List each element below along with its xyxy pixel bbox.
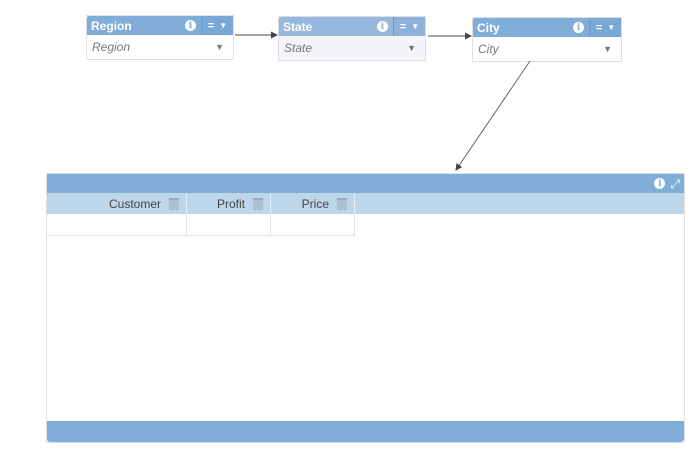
- filter-placeholder: City: [478, 42, 499, 56]
- table-cell: [271, 214, 355, 236]
- widget-header: i ⤢: [47, 174, 684, 193]
- expand-icon[interactable]: ⤢: [670, 176, 680, 191]
- filter-title: State: [283, 19, 313, 34]
- dropdown-arrow-icon: ▼: [603, 44, 612, 54]
- operator-label: =: [595, 21, 603, 34]
- trash-icon[interactable]: [252, 197, 264, 210]
- trash-icon[interactable]: [336, 197, 348, 210]
- operator-button[interactable]: = ▼: [589, 18, 621, 37]
- filter-dropdown[interactable]: City ▼: [473, 37, 621, 61]
- dropdown-arrow-icon: ▼: [215, 42, 224, 52]
- dropdown-arrow-icon: ▼: [407, 43, 416, 53]
- info-icon[interactable]: i: [185, 20, 196, 31]
- column-header-customer[interactable]: Customer: [47, 193, 187, 214]
- filter-header: State i = ▼: [279, 17, 425, 36]
- column-header-price[interactable]: Price: [271, 193, 355, 214]
- filter-header: City i = ▼: [473, 18, 621, 37]
- column-header-row: Customer Profit Price: [47, 193, 684, 214]
- filter-dropdown[interactable]: Region ▼: [87, 35, 233, 59]
- column-label: Profit: [216, 196, 245, 211]
- filter-placeholder: State: [284, 41, 313, 55]
- chevron-down-icon: ▼: [411, 22, 420, 31]
- filter-state: State i = ▼ State ▼: [278, 16, 426, 61]
- column-label: Price: [301, 196, 329, 211]
- filter-city: City i = ▼ City ▼: [472, 17, 622, 62]
- column-header-profit[interactable]: Profit: [187, 193, 271, 214]
- operator-label: =: [399, 20, 407, 33]
- filter-placeholder: Region: [92, 40, 131, 54]
- info-icon[interactable]: i: [377, 21, 388, 32]
- filter-title: City: [477, 20, 500, 35]
- info-icon[interactable]: i: [654, 178, 666, 189]
- column-label: Customer: [108, 196, 161, 211]
- table-widget: i ⤢ Customer Profit Price: [46, 173, 685, 443]
- table-cell: [187, 214, 271, 236]
- table-cell: [47, 214, 187, 236]
- operator-label: =: [207, 19, 215, 32]
- filter-region: Region i = ▼ Region ▼: [86, 15, 234, 60]
- table-row: [47, 214, 684, 236]
- widget-footer: [47, 421, 684, 442]
- operator-button[interactable]: = ▼: [201, 16, 233, 35]
- filter-title: Region: [91, 18, 132, 33]
- connector-city-table: [455, 60, 531, 171]
- trash-icon[interactable]: [168, 197, 180, 210]
- filter-dropdown[interactable]: State ▼: [279, 36, 425, 60]
- chevron-down-icon: ▼: [607, 23, 616, 32]
- info-icon[interactable]: i: [573, 22, 584, 33]
- operator-button[interactable]: = ▼: [393, 17, 425, 36]
- filter-header: Region i = ▼: [87, 16, 233, 35]
- chevron-down-icon: ▼: [219, 21, 228, 30]
